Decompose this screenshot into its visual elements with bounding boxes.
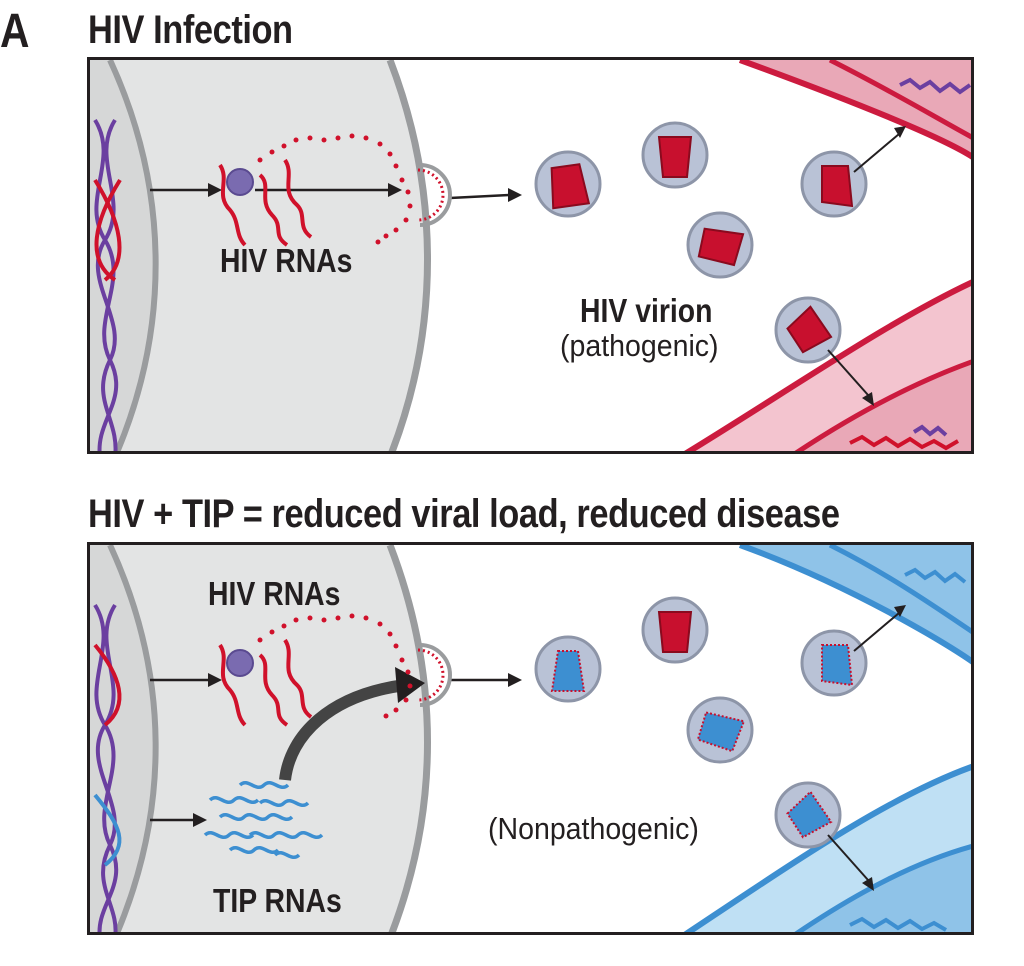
dna-helix [93, 118, 122, 451]
virion [774, 296, 874, 406]
protein-dots [257, 613, 413, 719]
panel-1: HIV RNAs HIV virion (pathogenic) [87, 57, 974, 454]
virion [774, 781, 874, 891]
hiv-virion-label: HIV virion [580, 292, 713, 329]
transcription-arrow [150, 183, 222, 197]
virion [686, 696, 754, 764]
virion [534, 635, 602, 703]
pathogenic-label: (pathogenic) [560, 328, 719, 363]
transport-arrow [255, 183, 402, 197]
nonpathogenic-label: (Nonpathogenic) [488, 811, 699, 846]
budding-virion [417, 643, 452, 707]
virion [641, 596, 709, 664]
figure-letter: A [0, 5, 30, 58]
hiv-rna-strands [218, 158, 313, 247]
panel-2-illustration [90, 545, 971, 932]
panel-2-title: HIV + TIP = reduced viral load, reduced … [88, 492, 840, 536]
panel-1-title: HIV Infection [88, 8, 293, 52]
release-arrow [450, 673, 522, 687]
target-cell-lower [684, 279, 971, 451]
hiv-rnas-label: HIV RNAs [208, 575, 341, 612]
target-cell-lower [683, 763, 971, 932]
hiv-rna-strands [218, 638, 313, 727]
tip-transcription-arrow [150, 813, 207, 827]
panel-2: HIV RNAs TIP RNAs (Nonpathogenic) [87, 542, 974, 935]
virion [534, 150, 602, 218]
virion [641, 121, 709, 189]
virion [686, 211, 754, 279]
hiv-rnas-label: HIV RNAs [220, 242, 353, 279]
protein-dots [257, 133, 413, 245]
ribosome [226, 649, 254, 677]
virion [800, 605, 906, 697]
ribosome [226, 168, 254, 196]
target-cell-upper [738, 545, 971, 665]
release-arrow [449, 188, 522, 202]
tip-rnas-label: TIP RNAs [213, 882, 342, 919]
target-cell-upper [738, 60, 971, 160]
tip-rna-strands [203, 781, 324, 859]
dna-helix [93, 603, 122, 932]
virion [800, 126, 906, 218]
panel-1-illustration [90, 60, 971, 451]
budding-virion [417, 163, 452, 227]
hiv-transcription-arrow [150, 673, 222, 687]
